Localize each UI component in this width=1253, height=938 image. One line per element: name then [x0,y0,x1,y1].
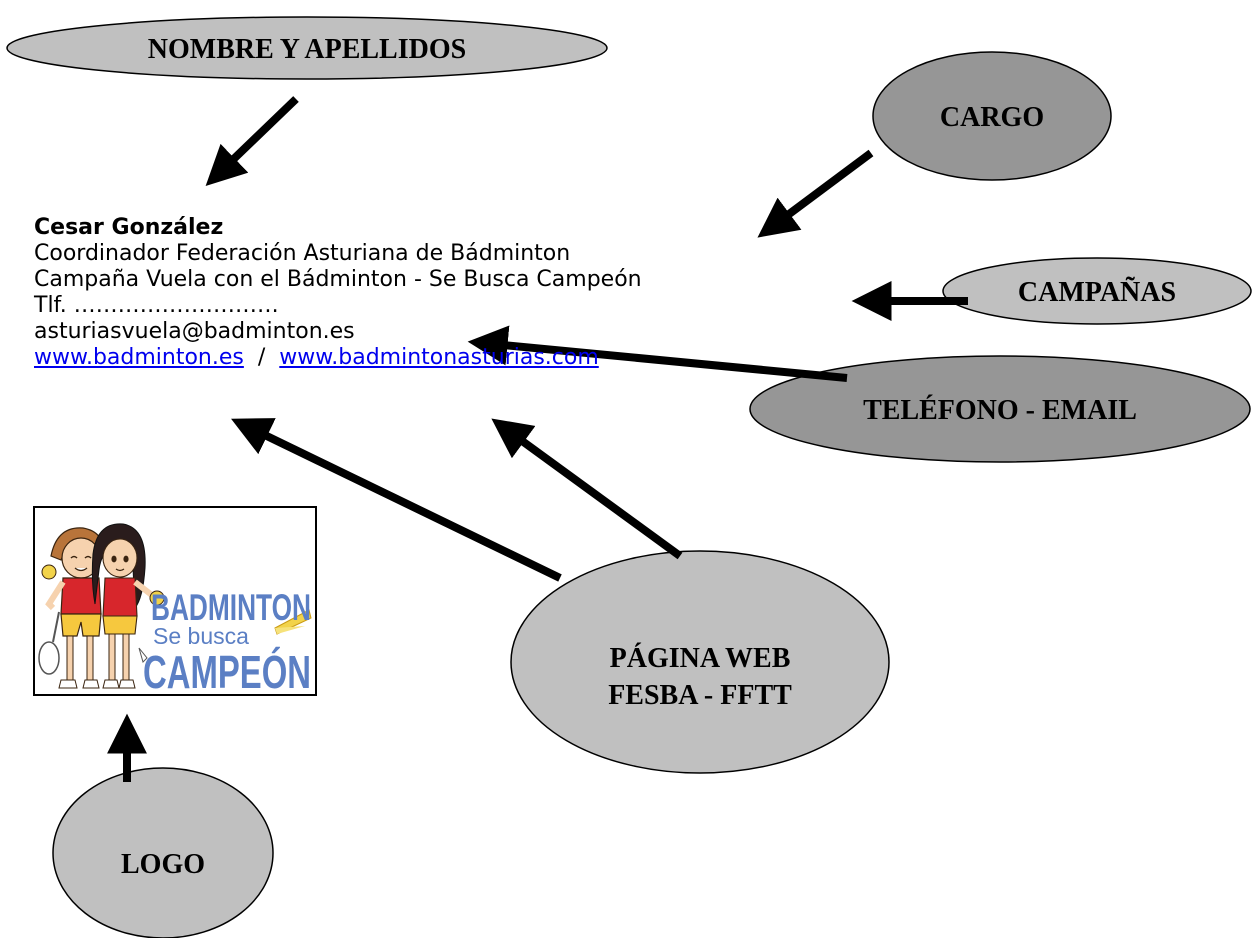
link-badminton-asturias[interactable]: www.badmintonasturias.com [279,345,599,370]
bubble-logo: LOGO [52,767,274,938]
logo-shuttlecock-icon [274,609,312,635]
campaign-logo: BADMINTON Se busca CAMPEÓN [33,506,317,696]
arrow-cargo [757,149,874,238]
logo-girl-illustration [91,523,165,689]
logo-artwork: BADMINTON Se busca CAMPEÓN [38,523,312,694]
signature-position: Coordinador Federación Asturiana de Bádm… [34,241,571,266]
signature-phone: Tlf. ………………………. [34,293,279,318]
bubble-pagina-shape [510,550,890,774]
bubble-cargo: CARGO [872,51,1112,181]
link-badminton-es[interactable]: www.badminton.es [34,345,244,370]
arrows [107,96,968,782]
bubble-cargo-shape [872,51,1112,181]
signature-links: www.badminton.es / www.badmintonasturias… [34,345,642,371]
bubble-logo-label: LOGO [121,849,205,880]
bubble-campanas-label: CAMPAÑAS [1018,277,1176,308]
bubble-pagina-label-line1: PÁGINA WEB [610,643,791,674]
arrow-pagina-left [231,418,562,582]
links-separator: / [257,345,266,370]
bubble-pagina: PÁGINA WEB FESBA - FFTT [510,550,890,774]
bubble-telefono-shape [749,355,1251,463]
bubble-telefono-label: TELÉFONO - EMAIL [863,395,1137,426]
signature-email: asturiasvuela@badminton.es [34,319,355,344]
bubble-campanas: CAMPAÑAS [942,257,1252,325]
bubble-campanas-shape [942,257,1252,325]
signature-campaign: Campaña Vuela con el Bádminton - Se Busc… [34,267,642,292]
bubble-cargo-label: CARGO [940,102,1044,133]
logo-boy-illustration [38,527,104,689]
signature-name: Cesar González [34,215,224,240]
logo-subtitle: Se busca [153,623,249,649]
arrow-telefono [467,325,848,382]
arrow-pagina-right [491,418,683,560]
logo-campeon: CAMPEÓN [143,646,311,694]
bubble-nombre: NOMBRE Y APELLIDOS [6,16,608,80]
bubble-nombre-shape [6,16,608,80]
bubble-pagina-label-line2: FESBA - FFTT [608,680,792,711]
bubble-telefono: TELÉFONO - EMAIL [749,355,1251,463]
bubble-logo-shape [52,767,274,938]
signature-block: Cesar González Coordinador Federación As… [34,215,642,371]
arrow-nombre [205,96,299,186]
bubble-nombre-label: NOMBRE Y APELLIDOS [148,34,466,65]
logo-title: BADMINTON [151,587,311,628]
